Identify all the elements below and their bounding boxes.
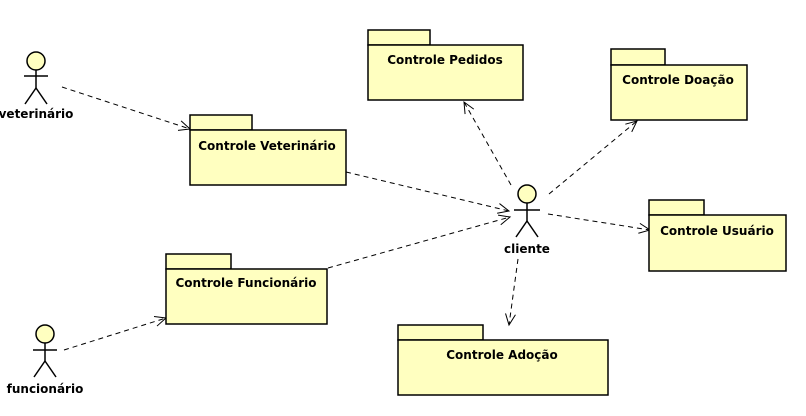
arrow-cliente-to-controle-pedidos xyxy=(463,100,512,186)
package-controle-usuario[interactable]: Controle Usuário xyxy=(648,199,787,272)
package-controle-pedidos[interactable]: Controle Pedidos xyxy=(367,29,524,101)
package-label: Controle Doação xyxy=(622,73,734,87)
actor-head xyxy=(26,51,46,71)
package-label: Controle Veterinário xyxy=(198,139,336,153)
actor-funcionario[interactable]: funcionário xyxy=(7,324,84,396)
arrow-cliente-to-controle-usuario xyxy=(547,213,652,234)
package-label: Controle Funcionário xyxy=(176,276,317,290)
package-label: Controle Usuário xyxy=(660,224,774,238)
actor-head xyxy=(35,324,55,344)
package-label: Controle Adoção xyxy=(446,348,558,362)
actor-label: cliente xyxy=(504,242,550,256)
package-controle-veterinario[interactable]: Controle Veterinário xyxy=(189,114,347,186)
package-controle-funcionario[interactable]: Controle Funcionário xyxy=(165,253,328,325)
actor-cliente[interactable]: cliente xyxy=(504,184,550,256)
arrow-controle-veterinario-to-cliente xyxy=(345,171,511,214)
dependency-arrows xyxy=(61,86,652,351)
actor-label: veterinário xyxy=(0,107,73,121)
actor-label: funcionário xyxy=(7,382,84,396)
arrow-controle-funcionario-to-cliente xyxy=(327,214,512,269)
package-controle-adocao[interactable]: Controle Adoção xyxy=(397,324,609,396)
arrow-cliente-to-controle-doacao xyxy=(548,120,638,195)
arrow-veterinario-to-controle-veterinario xyxy=(61,86,192,131)
package-controle-doacao[interactable]: Controle Doação xyxy=(610,48,748,121)
arrow-cliente-to-controle-adocao xyxy=(505,258,519,327)
actor-veterinario[interactable]: veterinário xyxy=(0,51,73,121)
package-label: Controle Pedidos xyxy=(387,53,503,67)
actor-head xyxy=(517,184,537,204)
arrow-funcionario-to-controle-funcionario xyxy=(63,316,168,351)
